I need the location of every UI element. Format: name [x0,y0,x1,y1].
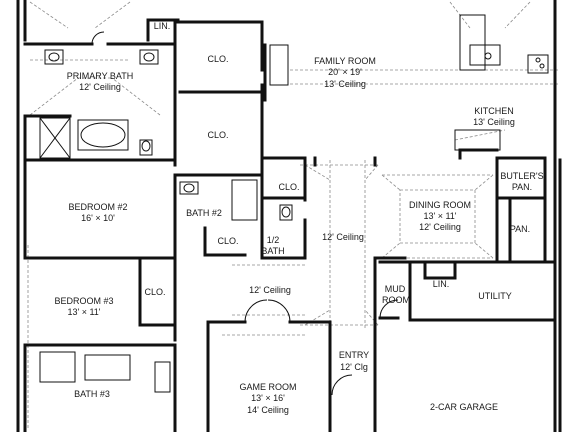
utility-label: UTILITY [478,291,512,301]
lin-top-label: LIN. [154,21,171,31]
clo-upper-label: CLO. [207,54,228,64]
family-room-ceiling: 13' Ceiling [324,79,366,89]
clo-lower-label: CLO. [207,130,228,140]
mud-room-line2: ROOM [382,295,410,305]
butlers-pan-line2: PAN. [512,182,532,192]
ceiling-lines [27,1,560,430]
primary-bath-name: PRIMARY BATH [67,71,134,81]
entry-ceiling: 12' Clg [340,362,368,372]
room-labels: LIN. PRIMARY BATH 12' Ceiling CLO. CLO. … [54,21,543,415]
game-room-size: 13' × 16' [251,393,285,403]
bath2-label: BATH #2 [186,208,222,218]
clo-hall-label: CLO. [278,182,299,192]
bedroom3-name: BEDROOM #3 [54,296,113,306]
clo-bed3-label: CLO. [144,287,165,297]
hall-ceiling-1: 12' Ceiling [322,232,364,242]
primary-bath-ceiling: 12' Ceiling [79,82,121,92]
clo-bath2-label: CLO. [217,236,238,246]
family-room-size: 20' × 19' [328,67,362,77]
bedroom2-name: BEDROOM #2 [68,202,127,212]
dining-room-ceiling: 12' Ceiling [419,222,461,232]
kitchen-name: KITCHEN [474,106,514,116]
dining-room-name: DINING ROOM [409,200,471,210]
bedroom3-size: 13' × 11' [67,307,100,317]
bath3-label: BATH #3 [74,389,110,399]
family-room-name: FAMILY ROOM [314,56,376,66]
butlers-pan-line1: BUTLER'S [500,171,543,181]
pan-label: PAN. [510,224,530,234]
game-room-name: GAME ROOM [239,382,296,392]
thin-lines [39,14,549,396]
garage-label: 2-CAR GARAGE [430,402,498,412]
game-room-ceiling: 14' Ceiling [247,405,289,415]
lin-mud-label: LIN. [433,279,450,289]
kitchen-ceiling: 13' Ceiling [473,117,515,127]
bedroom2-size: 16' × 10' [81,213,115,223]
mud-room-line1: MUD [385,284,406,294]
half-bath-line2: BATH [261,246,284,256]
hall-ceiling-2: 12' Ceiling [249,285,291,295]
half-bath-line1: 1/2 [267,235,280,245]
dining-room-size: 13' × 11' [423,211,456,221]
entry-name: ENTRY [339,350,369,360]
